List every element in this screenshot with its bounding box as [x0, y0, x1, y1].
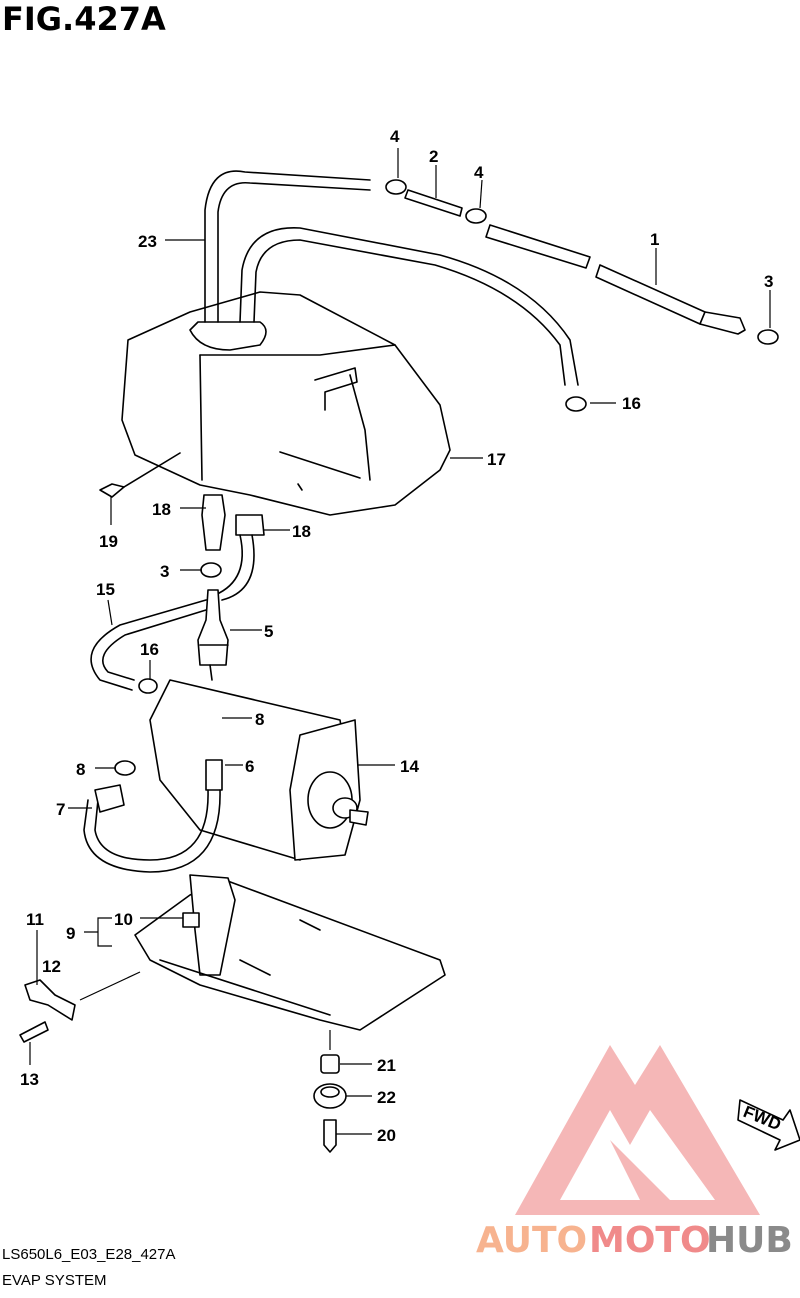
watermark-logo — [515, 1045, 760, 1215]
hose-2 — [404, 189, 463, 217]
callout-label: 10 — [114, 910, 133, 929]
callout-label: 15 — [96, 580, 115, 599]
valve-5 — [197, 589, 229, 681]
callout-label: 20 — [377, 1126, 396, 1145]
callout-label: 5 — [264, 622, 273, 641]
small-parts — [99, 452, 265, 601]
callout-label: 16 — [622, 394, 641, 413]
figure-name: EVAP SYSTEM — [2, 1272, 107, 1289]
clamp-4a — [385, 179, 407, 195]
callout-label: 4 — [474, 163, 484, 182]
callout-label: 19 — [99, 532, 118, 551]
watermark-text-moto: MOTO — [589, 1220, 711, 1261]
hose-1 — [485, 224, 746, 335]
callout-label: 18 — [292, 522, 311, 541]
figure-title: FIG.427A — [2, 0, 166, 38]
callout-label: 17 — [487, 450, 506, 469]
callout-label: 2 — [429, 147, 438, 166]
callout-label: 18 — [152, 500, 171, 519]
callout-label: 8 — [255, 710, 264, 729]
canister-tank — [121, 291, 451, 516]
part-10 — [182, 912, 200, 928]
callout-label: 8 — [76, 760, 85, 779]
figure-code: LS650L6_E03_E28_427A — [2, 1246, 176, 1263]
callout-label: 7 — [56, 800, 65, 819]
fwd-arrow: FWD — [737, 1099, 800, 1151]
mount-parts — [313, 1054, 347, 1153]
callout-label: 22 — [377, 1088, 396, 1107]
callout-label: 13 — [20, 1070, 39, 1089]
watermark-text-auto: AUTO — [476, 1220, 588, 1261]
callout-label: 6 — [245, 757, 254, 776]
leader-lines — [29, 148, 771, 1135]
hose-23 — [204, 170, 579, 386]
clamp-8b — [114, 760, 136, 776]
callout-label: 3 — [160, 562, 169, 581]
watermark-text-hub: HUB — [706, 1220, 793, 1261]
callout-label: 1 — [650, 230, 659, 249]
callout-label: 4 — [390, 127, 400, 146]
clip-11-12 — [19, 979, 76, 1043]
callout-label: 23 — [138, 232, 157, 251]
clamp-3a — [757, 329, 779, 345]
hose-15 — [90, 599, 207, 691]
callout-label: 16 — [140, 640, 159, 659]
clamp-16a — [565, 396, 587, 412]
callout-label: 9 — [66, 924, 75, 943]
callout-label: 14 — [400, 757, 419, 776]
callout-label: 21 — [377, 1056, 396, 1075]
bracket-9 — [134, 874, 446, 1031]
canister-14 — [149, 679, 369, 861]
callout-label: 12 — [42, 957, 61, 976]
clamp-3b — [200, 562, 222, 578]
callout-label: 3 — [764, 272, 773, 291]
callout-label: 11 — [26, 910, 44, 929]
clamp-16b — [138, 678, 158, 694]
hose-6-7 — [83, 759, 223, 873]
clamp-4b — [465, 208, 487, 224]
callout-labels: 4 2 4 1 3 23 16 17 18 18 19 3 15 5 16 8 … — [20, 127, 773, 1145]
